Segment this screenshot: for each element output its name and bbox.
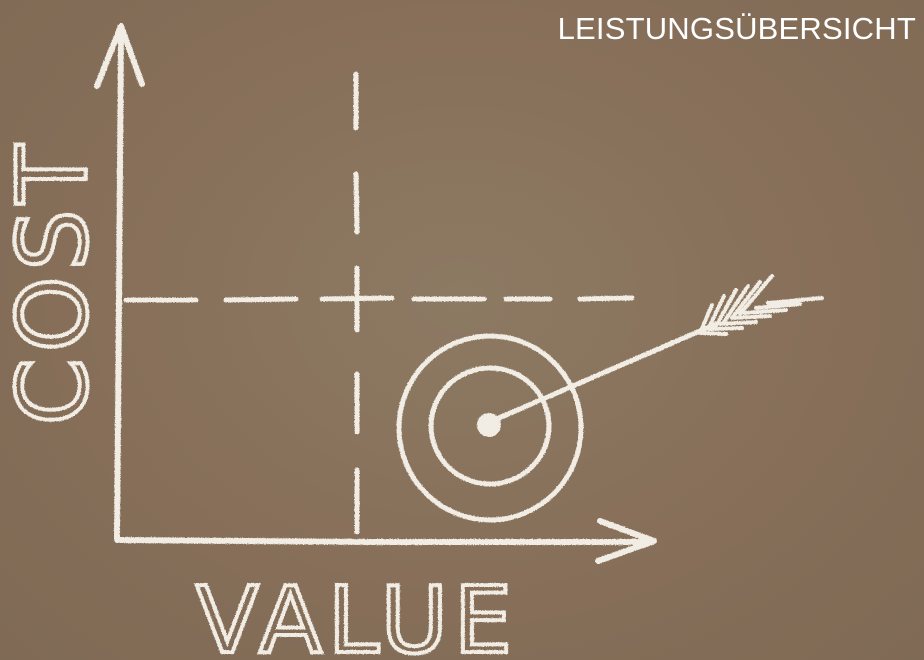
horizontal-dashed-guide	[126, 298, 632, 300]
x-axis	[117, 521, 654, 561]
y-axis-label: COST	[0, 139, 109, 425]
target-icon	[399, 336, 581, 520]
x-axis-label: VALUE	[196, 567, 518, 660]
vertical-dashed-guide	[356, 74, 357, 532]
